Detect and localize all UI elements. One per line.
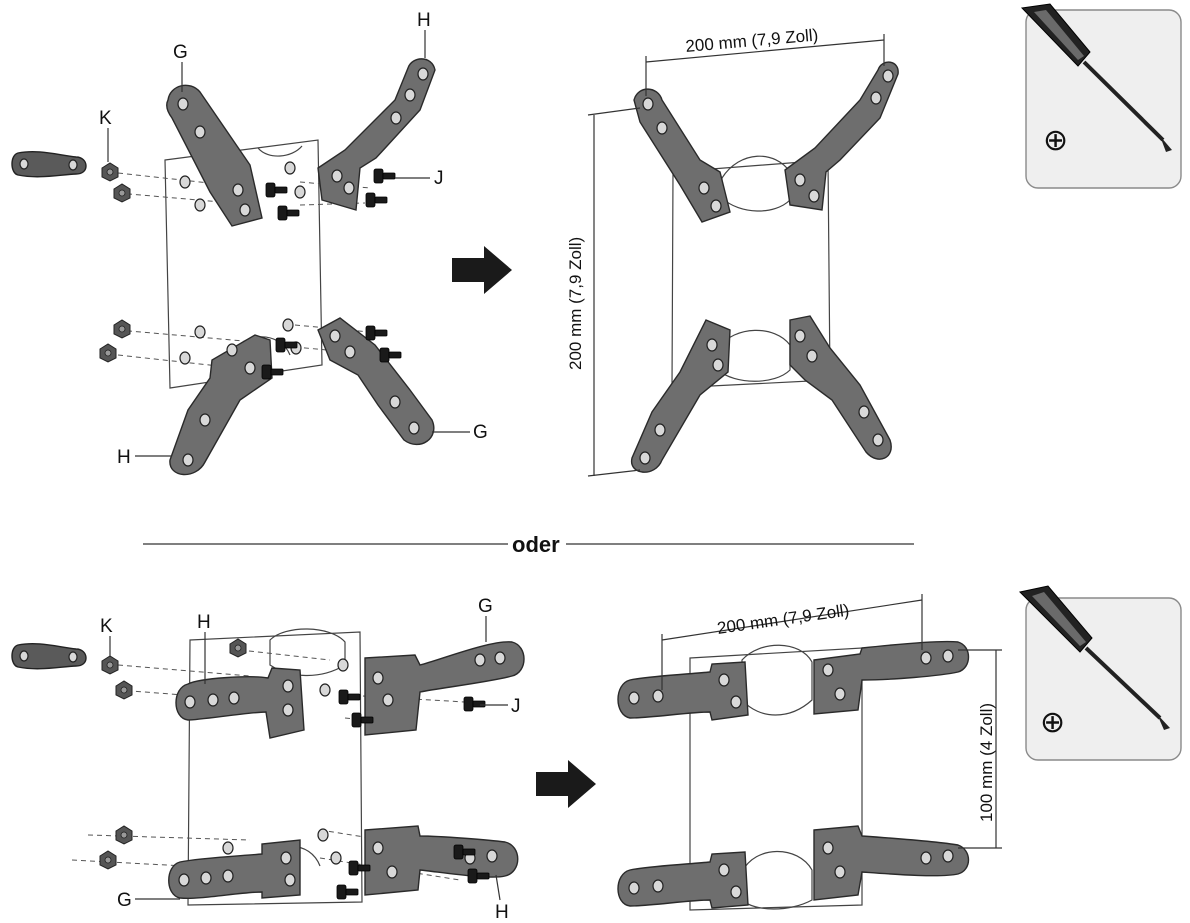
phillips-symbol-bottom: ⊕: [1040, 705, 1065, 740]
bracket-arm-h-left: [175, 667, 305, 739]
label-k-top: K: [99, 108, 112, 129]
bracket-arm-h-top: [317, 58, 436, 211]
bracket-arm-g-bottom: [317, 317, 435, 446]
tool-box-bottom: ⊕: [1018, 585, 1182, 761]
label-g-bottom-right: G: [473, 422, 488, 443]
arrow-right-icon: [536, 760, 596, 808]
label-j-top: J: [434, 168, 444, 189]
label-j-bottom: J: [511, 696, 521, 717]
label-k-bottom: K: [100, 616, 113, 637]
label-g-top: G: [173, 42, 188, 63]
top-assembled-view: 200 mm (7,9 Zoll) 200 mm (7,9 Zoll): [566, 25, 899, 477]
top-exploded-assembly: G H K J G H: [11, 10, 488, 476]
label-g-bottom-top: G: [478, 596, 493, 617]
bracket-arm-g-bottom-left: [168, 839, 301, 900]
phillips-screwdriver-icon: [1020, 3, 1172, 152]
phillips-symbol-top: ⊕: [1043, 123, 1068, 158]
dimension-top-height: 200 mm (7,9 Zoll): [566, 237, 585, 370]
label-h-bottom-right: H: [495, 902, 509, 923]
bottom-exploded-assembly: K H G J G H: [11, 596, 525, 923]
bracket-arm-h-bottom: [169, 334, 273, 476]
spacer-bar: [11, 150, 87, 178]
mounting-plate: [164, 139, 323, 389]
bracket-arm-g-top: [166, 84, 263, 227]
label-h-bottom-top: H: [197, 612, 211, 633]
label-h-bottom-left: H: [117, 447, 131, 468]
dimension-bottom-height: 100 mm (4 Zoll): [977, 703, 996, 822]
bottom-assembled-view: 200 mm (7,9 Zoll) 100 mm (4 Zoll): [617, 594, 1002, 911]
label-g-bottom-left: G: [117, 890, 132, 911]
dimension-bottom-width: 200 mm (7,9 Zoll): [716, 601, 851, 638]
bracket-arm-h-bottom-right: [364, 825, 519, 896]
bracket-arm-g-right: [364, 641, 525, 736]
arrow-right-icon: [452, 246, 512, 294]
label-h-top: H: [417, 10, 431, 31]
phillips-screwdriver-icon: [1018, 585, 1170, 730]
separator-or: oder: [512, 532, 560, 557]
tool-box-top: ⊕: [1020, 3, 1182, 189]
dimension-top-width: 200 mm (7,9 Zoll): [685, 25, 819, 56]
